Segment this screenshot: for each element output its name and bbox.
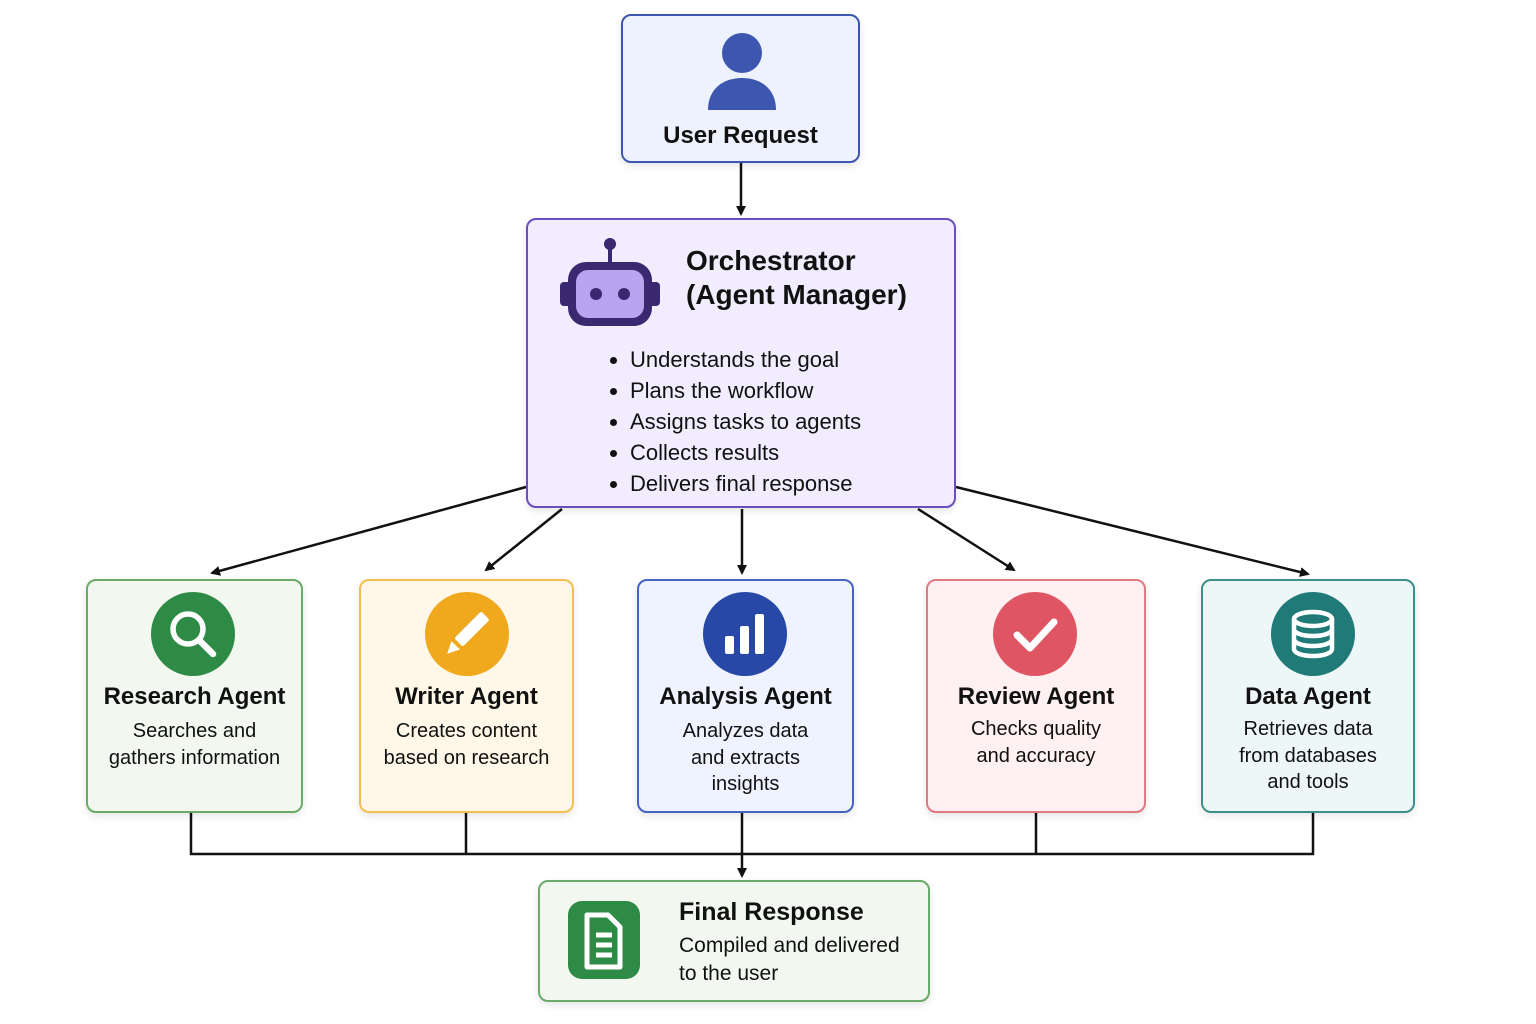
review-agent-node: Review Agent Checks quality and accuracy	[926, 579, 1146, 813]
description-line: Checks quality	[970, 718, 1102, 740]
description-line: Retrieves data	[1243, 718, 1373, 740]
description-line: Analyzes data	[682, 720, 809, 742]
review-agent-description: Checks quality and accuracy	[934, 716, 1138, 769]
description-line: and extracts	[691, 746, 800, 769]
writer-agent-node: Writer Agent Creates content based on re…	[359, 579, 574, 813]
writer-agent-description: Creates content based on research	[367, 718, 566, 771]
analysis-agent-description: Analyzes data and extracts insights	[645, 718, 846, 798]
orchestrator-task: Delivers final response	[630, 468, 861, 499]
analysis-agent-node: Analysis Agent Analyzes data and extract…	[637, 579, 854, 813]
description-line: Creates content	[395, 720, 538, 742]
orchestrator-task: Assigns tasks to agents	[630, 406, 861, 437]
description-line: insights	[711, 773, 780, 795]
description-line: based on research	[383, 746, 550, 769]
orchestrator-title: Orchestrator (Agent Manager)	[686, 244, 907, 312]
user-request-node: User Request	[621, 14, 860, 163]
user-icon	[708, 33, 776, 110]
writer-agent-name: Writer Agent	[395, 683, 538, 710]
merge-line	[189, 813, 1315, 856]
data-agent-node: Data Agent Retrieves data from databases…	[1201, 579, 1415, 813]
orchestrator-task: Understands the goal	[630, 344, 861, 375]
search-icon	[151, 592, 235, 676]
pencil-icon	[425, 592, 509, 676]
orchestrator-title-line1: Orchestrator	[686, 245, 856, 276]
bar-chart-icon	[703, 592, 787, 676]
orchestrator-task: Collects results	[630, 437, 861, 468]
orchestrator-task-list: Understands the goal Plans the workflow …	[608, 344, 861, 499]
data-agent-name: Data Agent	[1245, 683, 1371, 710]
description-line: and tools	[1267, 771, 1349, 793]
review-agent-name: Review Agent	[957, 683, 1115, 710]
final-response-node: Final Response Compiled and delivered to…	[538, 880, 930, 1002]
data-agent-description: Retrieves data from databases and tools	[1209, 716, 1407, 796]
research-agent-name: Research Agent	[103, 683, 286, 710]
final-response-description: Compiled and delivered to the user	[679, 932, 900, 988]
description-line: to the user	[679, 962, 779, 985]
description-line: gathers information	[108, 746, 281, 769]
arrow-orchestrator-to-data	[955, 485, 1310, 577]
analysis-agent-name: Analysis Agent	[659, 683, 832, 710]
robot-icon	[560, 238, 660, 326]
user-request-title: User Request	[663, 122, 818, 149]
research-agent-description: Searches and gathers information	[94, 718, 295, 771]
arrow-orchestrator-to-writer	[484, 508, 563, 572]
checkmark-icon	[993, 592, 1077, 676]
description-line: from databases	[1239, 744, 1377, 767]
orchestrator-node: Orchestrator (Agent Manager) Understands…	[526, 218, 956, 508]
research-agent-node: Research Agent Searches and gathers info…	[86, 579, 303, 813]
arrow-orchestrator-to-review	[917, 507, 1016, 572]
description-line: Searches and	[132, 720, 257, 742]
final-response-title: Final Response	[679, 898, 864, 926]
arrow-orchestrator-to-research	[210, 485, 527, 576]
description-line: and accuracy	[976, 744, 1096, 767]
document-icon	[568, 901, 640, 979]
orchestrator-title-line2: (Agent Manager)	[686, 279, 907, 310]
orchestrator-task: Plans the workflow	[630, 375, 861, 406]
description-line: Compiled and delivered	[679, 934, 900, 957]
database-icon	[1271, 592, 1355, 676]
